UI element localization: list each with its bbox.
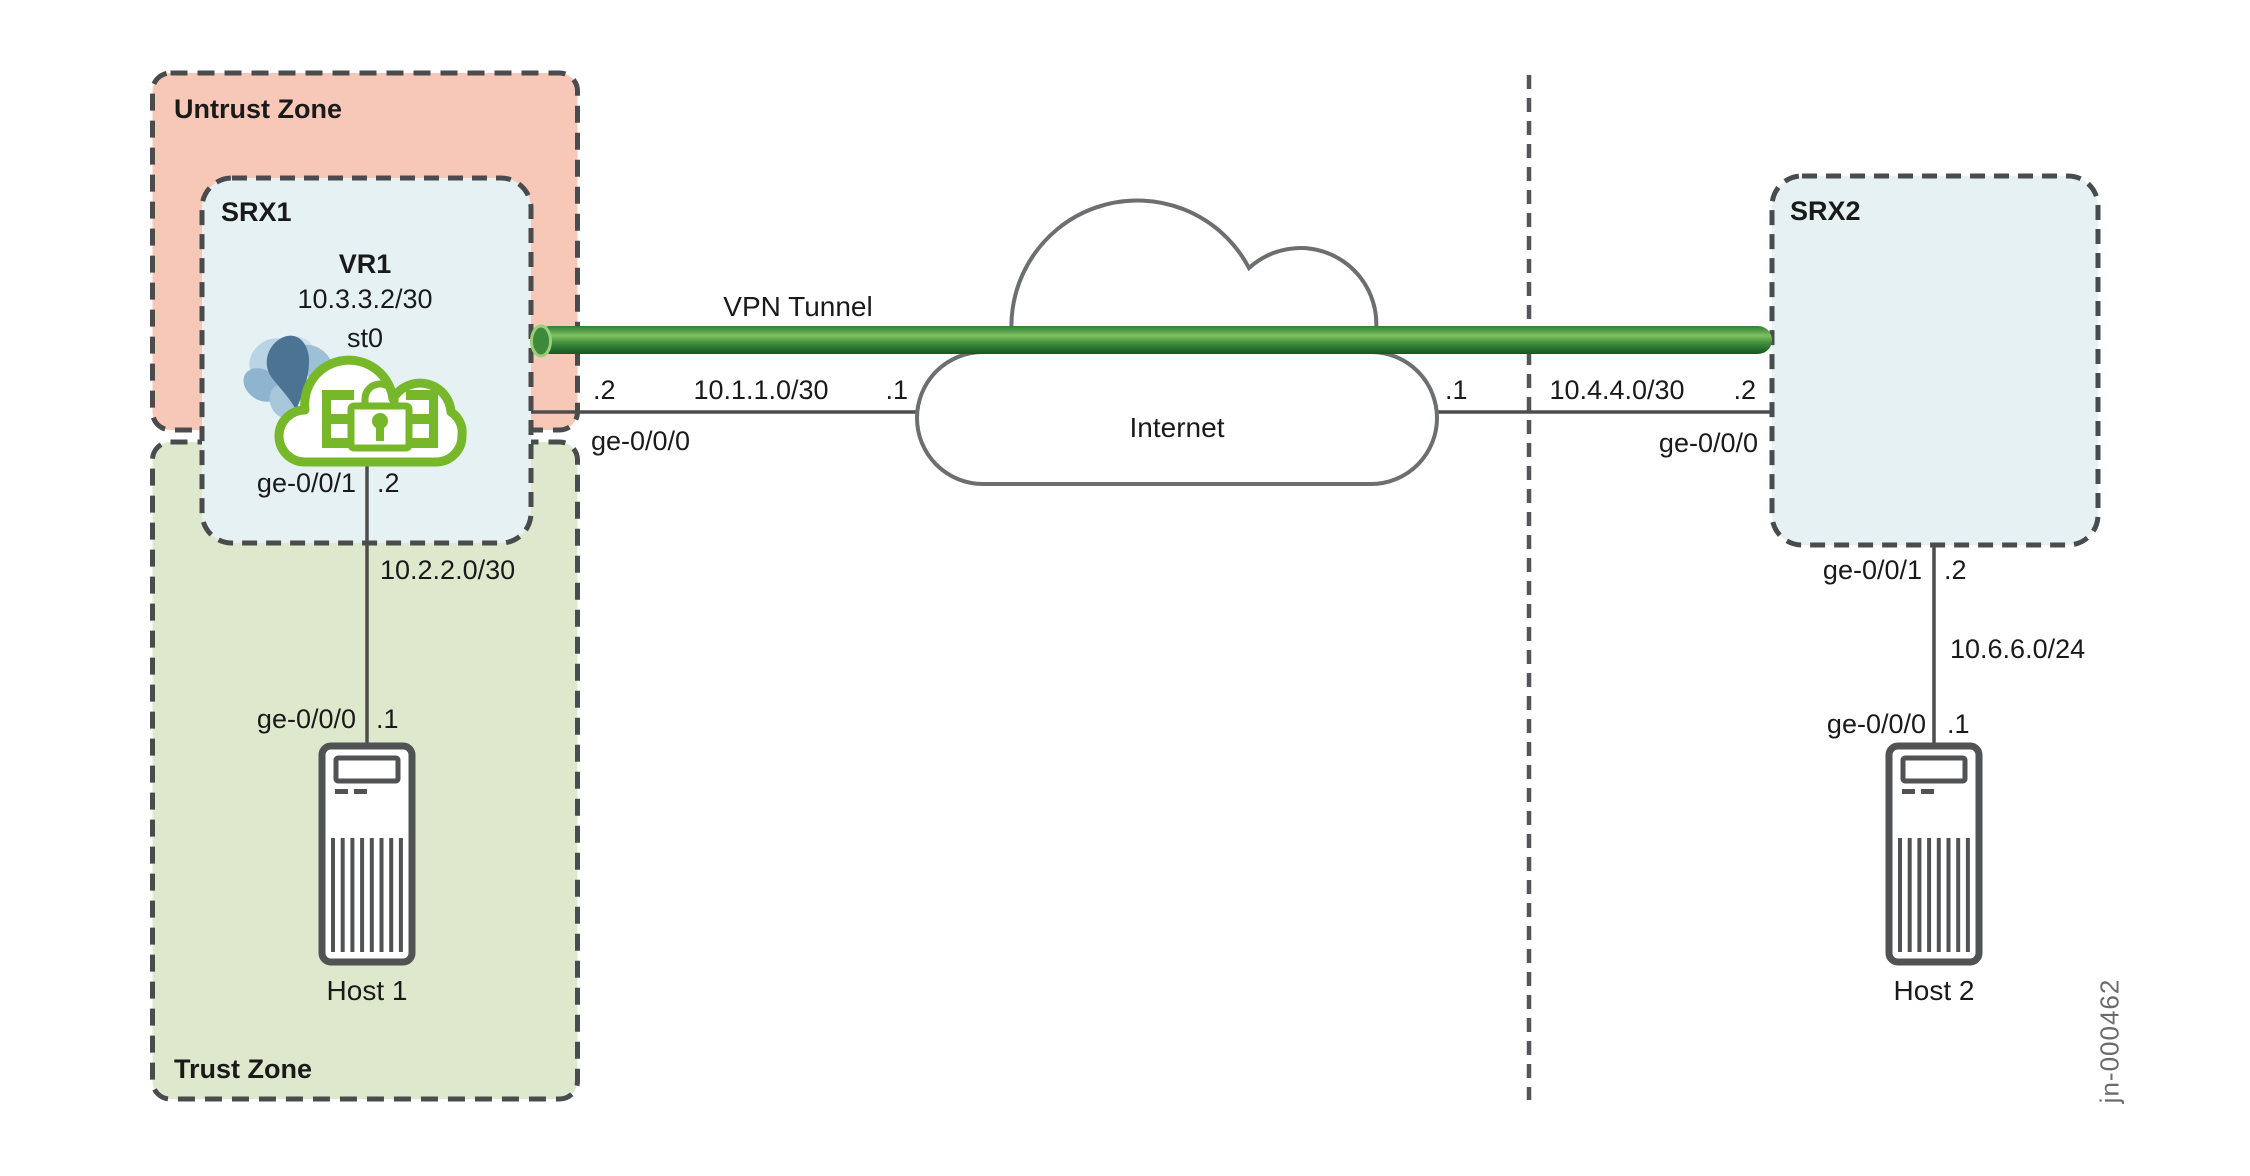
srx1-wan-interface-label: ge-0/0/0	[591, 426, 691, 456]
vpn-lock-cloud-icon	[274, 355, 467, 467]
host2-interface-label: ge-0/0/0	[1826, 709, 1926, 739]
wan1-internet-ip-label: .1	[885, 375, 908, 405]
keyhole	[372, 413, 388, 429]
srx2-wan-interface-label: ge-0/0/0	[1658, 428, 1758, 458]
srx1-label: SRX1	[221, 197, 292, 227]
srx2-lan-ip-label: .2	[1944, 555, 1967, 585]
srx2-wan-ip-label: .2	[1733, 375, 1756, 405]
internet-label: Internet	[1129, 412, 1225, 443]
tunnel-pipe-opening	[530, 324, 552, 358]
figure-id-label: jn-000462	[2094, 978, 2125, 1104]
trust-zone-label: Trust Zone	[174, 1054, 313, 1084]
firewall-lock-glyph	[322, 380, 438, 452]
srx1-lan-ip-label: .2	[377, 468, 400, 498]
srx1-wan-ip-label: .2	[593, 375, 616, 405]
lan2-subnet-label: 10.6.6.0/24	[1950, 634, 2086, 664]
blue-flower-icon	[243, 335, 335, 418]
host2-icon	[1885, 742, 1983, 966]
untrust-zone-label: Untrust Zone	[174, 94, 342, 124]
srx2-lan-interface-label: ge-0/0/1	[1822, 555, 1922, 585]
vpn-tunnel-label: VPN Tunnel	[723, 291, 873, 322]
vr1-label: VR1	[338, 249, 392, 279]
lan1-subnet-label: 10.2.2.0/30	[380, 555, 516, 585]
host1-interface-label: ge-0/0/0	[256, 704, 356, 734]
host1-label: Host 1	[326, 975, 408, 1006]
wan1-subnet-label: 10.1.1.0/30	[693, 375, 829, 405]
wan2-internet-ip-label: .1	[1445, 375, 1468, 405]
srx2-label: SRX2	[1790, 196, 1861, 226]
host1-ip-label: .1	[376, 704, 399, 734]
srx2-box	[1769, 173, 2101, 548]
dark-petal	[266, 335, 310, 410]
srx1-lan-interface-label: ge-0/0/1	[256, 468, 356, 498]
host2-label: Host 2	[1893, 975, 1975, 1006]
vr1-ip-label: 10.3.3.2/30	[297, 284, 433, 314]
host2-ip-label: .1	[1947, 709, 1970, 739]
st0-interface-label: st0	[346, 323, 384, 353]
vpn-tunnel-pipe	[530, 324, 1772, 358]
host1-icon	[318, 742, 416, 966]
wan2-subnet-label: 10.4.4.0/30	[1549, 375, 1685, 405]
